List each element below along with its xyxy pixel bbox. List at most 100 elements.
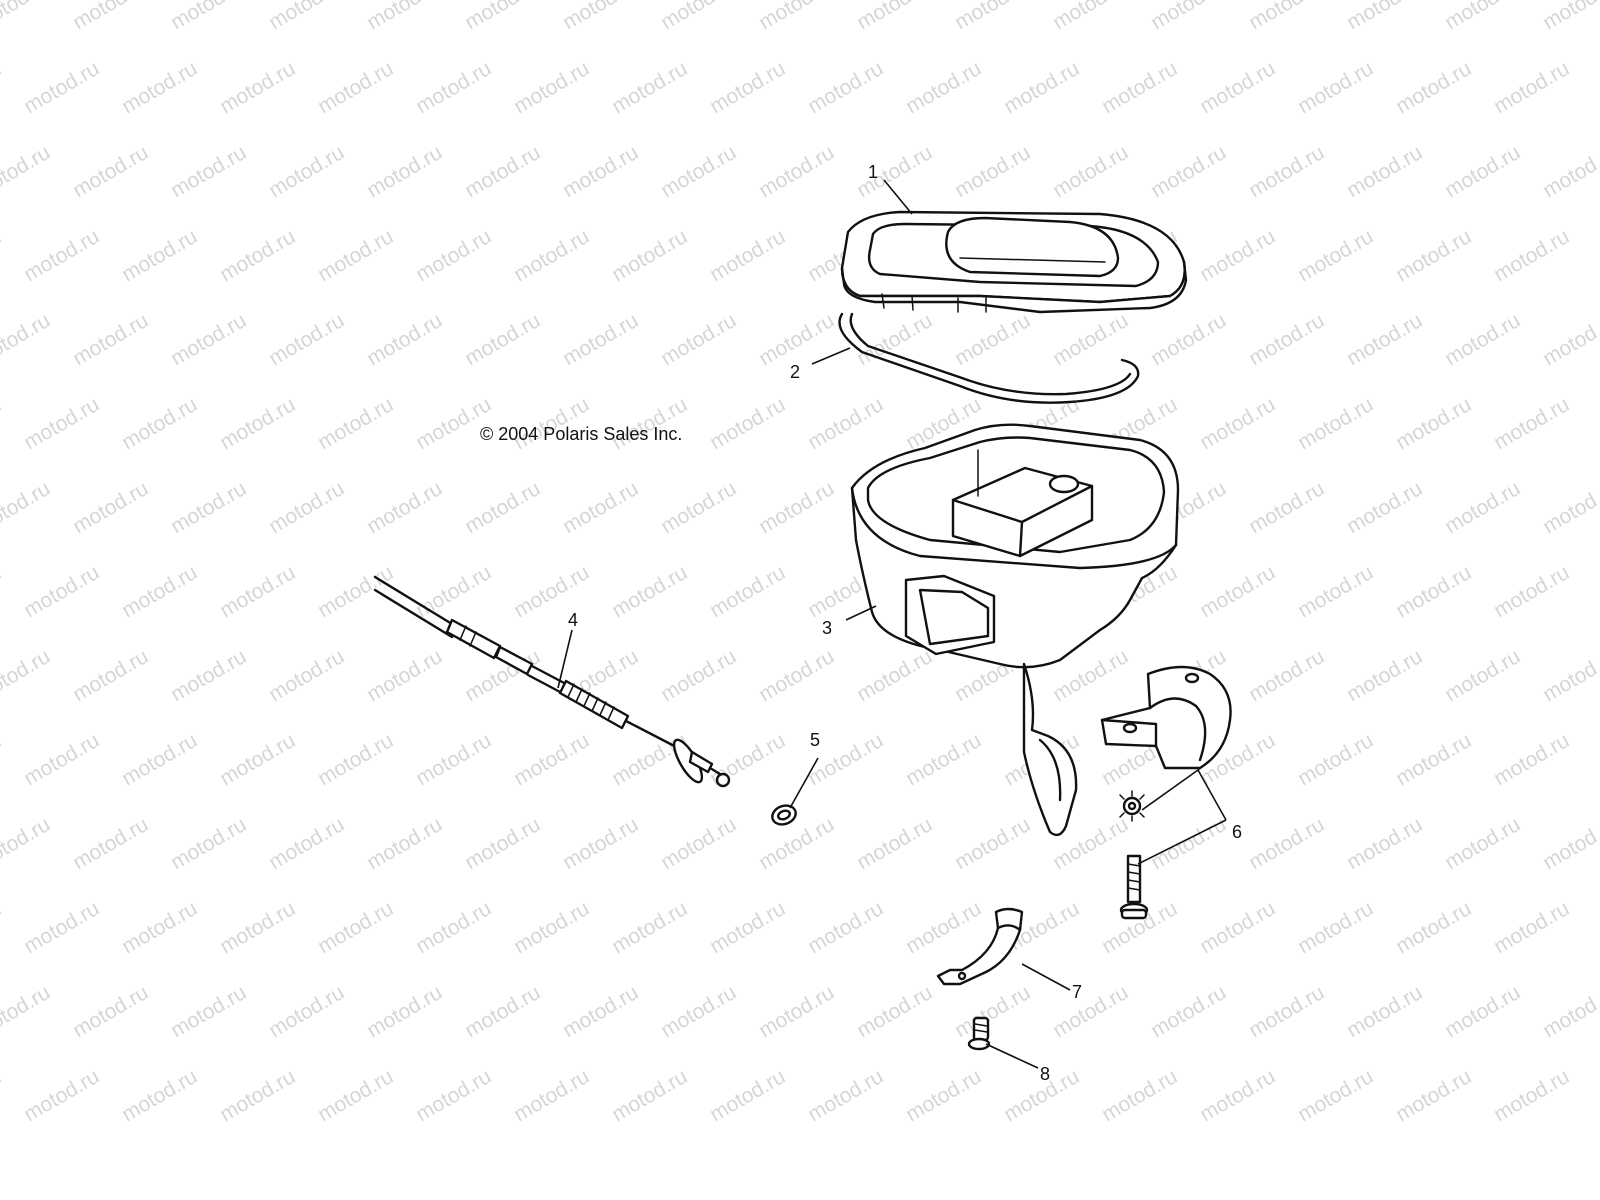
watermark-text: motod.ru (706, 897, 789, 958)
watermark-text: motod.ru (706, 57, 789, 118)
watermark-text: motod.ru (1539, 477, 1600, 538)
clamp-set-part (1100, 665, 1232, 920)
watermark-text: motod.ru (0, 225, 5, 286)
watermark-text: motod.ru (461, 981, 544, 1042)
watermark-text: motod.ru (1490, 561, 1573, 622)
watermark-text: motod.ru (1539, 0, 1600, 34)
watermark-text: motod.ru (1343, 0, 1426, 34)
watermark-text: motod.ru (0, 981, 54, 1042)
watermark-text: motod.ru (363, 141, 446, 202)
bracket-part (936, 907, 1024, 986)
watermark-text: motod.ru (902, 1065, 985, 1126)
watermark-text: motod.ru (1490, 1065, 1573, 1126)
watermark-text: motod.ru (1441, 477, 1524, 538)
watermark-text: motod.ru (265, 141, 348, 202)
watermark-text: motod.ru (1539, 645, 1600, 706)
watermark-text: motod.ru (118, 225, 201, 286)
watermark-text: motod.ru (461, 813, 544, 874)
watermark-text: motod.ru (510, 561, 593, 622)
watermark-text: motod.ru (1147, 141, 1230, 202)
watermark-text: motod.ru (1196, 393, 1279, 454)
watermark-text: motod.ru (1049, 0, 1132, 34)
watermark-text: motod.ru (1147, 813, 1230, 874)
watermark-text: motod.ru (363, 477, 446, 538)
watermark-text: motod.ru (1392, 57, 1475, 118)
callout-5: 5 (810, 730, 820, 750)
watermark-text: motod.ru (118, 57, 201, 118)
watermark-text: motod.ru (0, 57, 5, 118)
watermark-text: motod.ru (265, 477, 348, 538)
watermark-text: motod.ru (657, 309, 740, 370)
watermark-text: motod.ru (461, 477, 544, 538)
watermark-text: motod.ru (510, 57, 593, 118)
watermark-text: motod.ru (1490, 393, 1573, 454)
watermark-text: motod.ru (1441, 813, 1524, 874)
watermark-text: motod.ru (1392, 561, 1475, 622)
watermark-text: motod.ru (559, 981, 642, 1042)
screw-part (967, 1016, 991, 1051)
watermark-text: motod.ru (951, 813, 1034, 874)
washer-part (771, 804, 797, 826)
watermark-text: motod.ru (461, 141, 544, 202)
watermark-text: motod.ru (412, 561, 495, 622)
watermark-text: motod.ru (1049, 981, 1132, 1042)
watermark-text: motod.ru (167, 981, 250, 1042)
watermark-text: motod.ru (1343, 309, 1426, 370)
watermark-text: motod.ru (1245, 309, 1328, 370)
watermark-text: motod.ru (1245, 141, 1328, 202)
watermark-text: motod.ru (853, 0, 936, 34)
watermark-text: motod.ru (1294, 897, 1377, 958)
watermark-text: motod.ru (1441, 141, 1524, 202)
watermark-text: motod.ru (657, 0, 740, 34)
watermark-text: motod.ru (314, 1065, 397, 1126)
watermark-text: motod.ru (0, 645, 54, 706)
watermark-text: motod.ru (657, 981, 740, 1042)
watermark-text: motod.ru (20, 57, 103, 118)
watermark-text: motod.ru (314, 225, 397, 286)
watermark-text: motod.ru (0, 897, 5, 958)
watermark-text: motod.ru (1490, 225, 1573, 286)
watermark-text: motod.ru (0, 561, 5, 622)
watermark-text: motod.ru (1196, 57, 1279, 118)
watermark-text: motod.ru (657, 813, 740, 874)
watermark-text: motod.ru (608, 57, 691, 118)
watermark-text: motod.ru (363, 981, 446, 1042)
watermark-text: motod.ru (951, 309, 1034, 370)
watermark-text: motod.ru (1392, 729, 1475, 790)
watermark-text: motod.ru (363, 645, 446, 706)
watermark-text: motod.ru (1245, 477, 1328, 538)
watermark-text: motod.ru (1098, 1065, 1181, 1126)
watermark-text: motod.ru (118, 1065, 201, 1126)
watermark-text: motod.ru (265, 309, 348, 370)
watermark-text: motod.ru (461, 0, 544, 34)
throttle-cable-part (373, 575, 731, 788)
watermark-text: motod.ru (1245, 813, 1328, 874)
watermark-text: motod.ru (20, 729, 103, 790)
watermark-text: motod.ru (1441, 981, 1524, 1042)
watermark-text: motod.ru (216, 57, 299, 118)
watermark-text: motod.ru (559, 813, 642, 874)
watermark-text: motod.ru (755, 0, 838, 34)
watermark-text: motod.ru (657, 141, 740, 202)
watermark-text: motod.ru (1098, 57, 1181, 118)
throttle-housing-part (850, 423, 1180, 837)
watermark-text: motod.ru (69, 477, 152, 538)
watermark-text: motod.ru (1245, 645, 1328, 706)
watermark-text: motod.ru (902, 897, 985, 958)
watermark-text: motod.ru (20, 225, 103, 286)
watermark-text: motod.ru (363, 813, 446, 874)
watermark-text: motod.ru (118, 393, 201, 454)
watermark-text: motod.ru (755, 141, 838, 202)
watermark-text: motod.ru (216, 393, 299, 454)
watermark-text: motod.ru (853, 645, 936, 706)
watermark-text: motod.ru (1441, 309, 1524, 370)
watermark-text: motod.ru (412, 1065, 495, 1126)
watermark-text: motod.ru (265, 645, 348, 706)
watermark-text: motod.ru (510, 897, 593, 958)
watermark-text: motod.ru (265, 981, 348, 1042)
watermark-text: motod.ru (69, 0, 152, 34)
watermark-text: motod.ru (608, 1065, 691, 1126)
callout-4: 4 (568, 610, 578, 630)
watermark-text: motod.ru (1392, 897, 1475, 958)
